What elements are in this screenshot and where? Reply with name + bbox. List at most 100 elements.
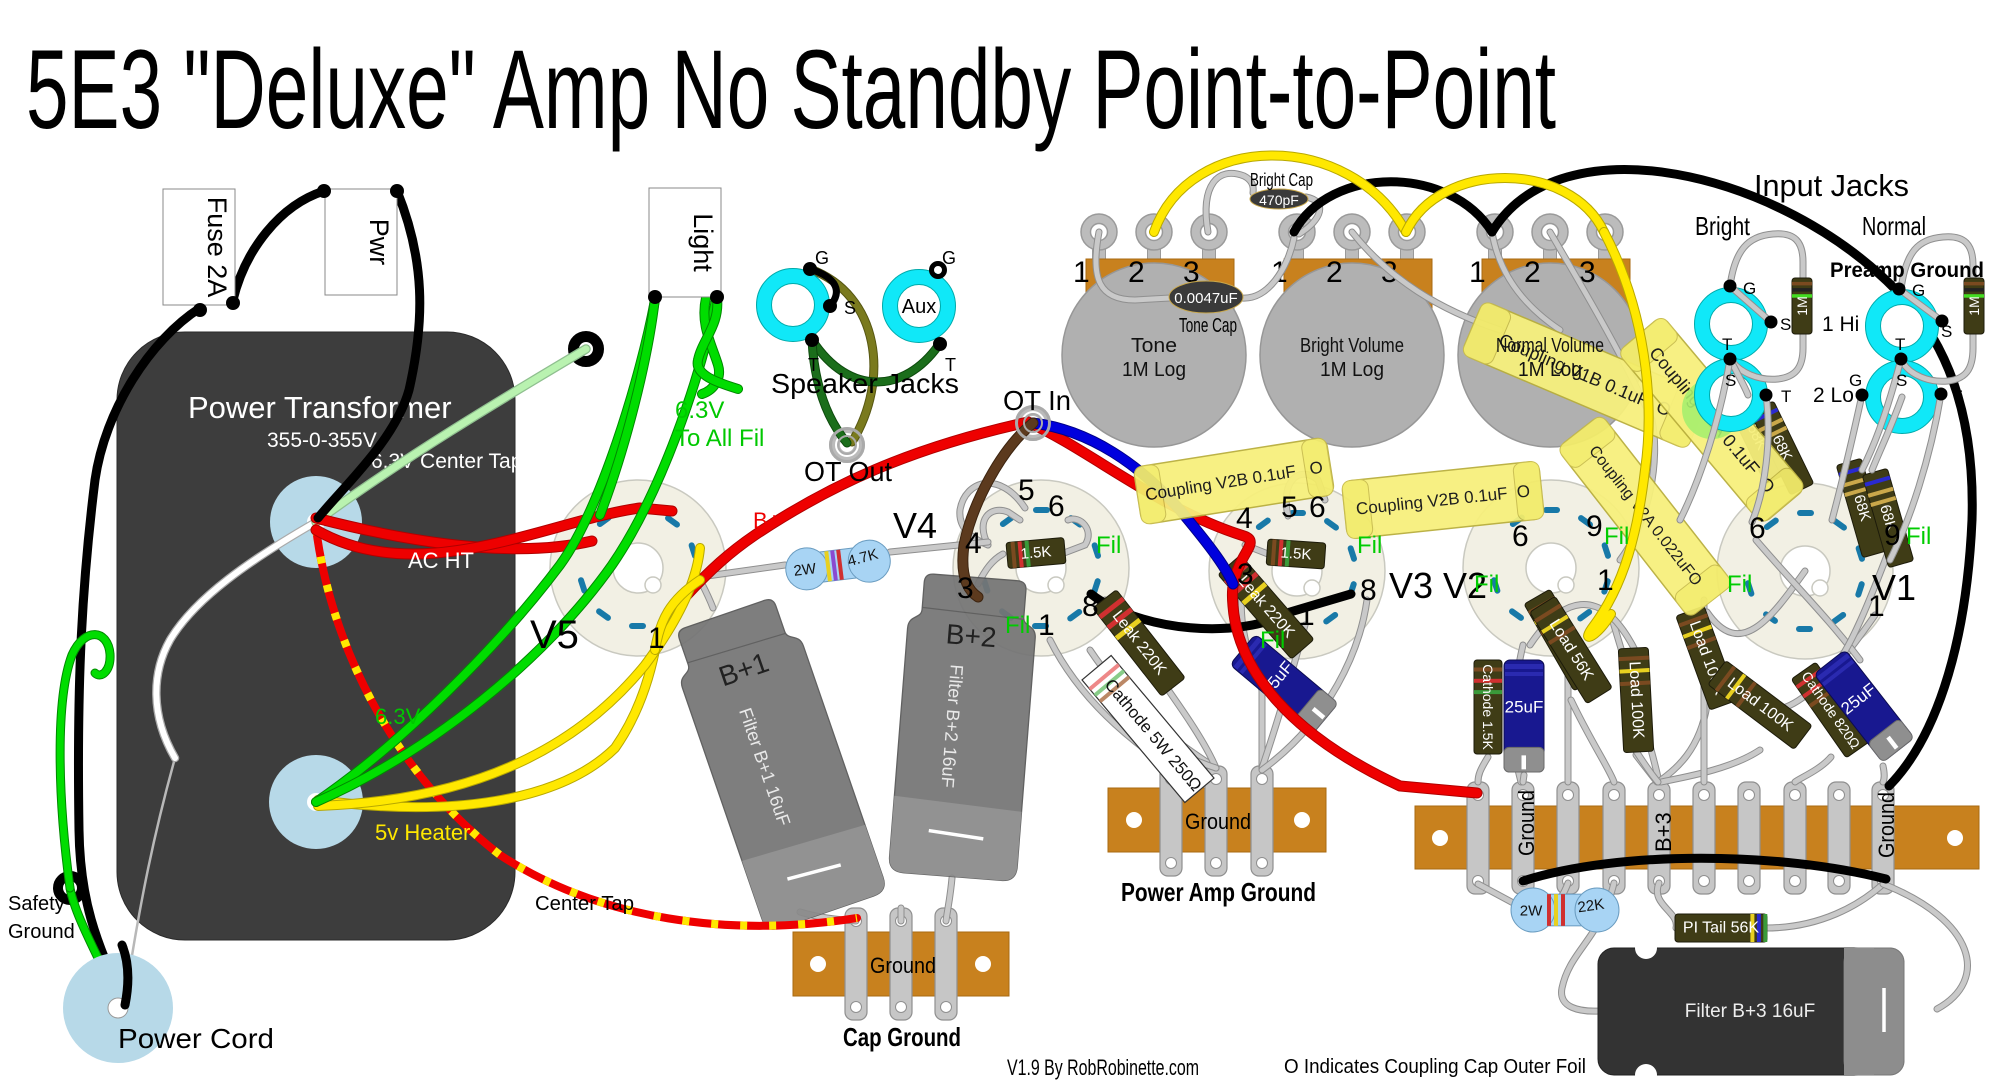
- svg-text:2: 2: [1326, 256, 1343, 289]
- svg-text:2W: 2W: [793, 560, 818, 580]
- svg-text:1 Hi: 1 Hi: [1822, 313, 1859, 336]
- svg-text:B+: B+: [753, 508, 781, 533]
- svg-text:2: 2: [1524, 256, 1541, 289]
- svg-text:1: 1: [1038, 609, 1055, 642]
- svg-text:T: T: [808, 355, 819, 375]
- svg-text:Fil: Fil: [1005, 612, 1030, 639]
- svg-text:Safety: Safety: [8, 893, 65, 915]
- svg-text:Aux: Aux: [902, 296, 936, 318]
- svg-text:G: G: [1912, 281, 1925, 300]
- svg-text:S: S: [1896, 371, 1907, 390]
- svg-text:T: T: [1895, 335, 1905, 354]
- svg-text:Ground: Ground: [1185, 809, 1251, 834]
- svg-text:5E3 "Deluxe" Amp No Standby Po: 5E3 "Deluxe" Amp No Standby Point-to-Poi…: [26, 27, 1556, 152]
- svg-text:Ground: Ground: [8, 921, 75, 943]
- svg-text:6.3V: 6.3V: [675, 397, 724, 424]
- svg-text:Bright Cap: Bright Cap: [1250, 170, 1313, 190]
- svg-text:V2: V2: [1443, 565, 1487, 606]
- svg-text:4: 4: [1236, 502, 1253, 535]
- svg-text:OT In: OT In: [1003, 385, 1071, 416]
- svg-text:2: 2: [1128, 256, 1145, 289]
- svg-text:T: T: [1781, 387, 1791, 406]
- svg-text:Pwr: Pwr: [364, 219, 394, 266]
- svg-text:V1: V1: [1872, 567, 1916, 608]
- svg-text:Power Cord: Power Cord: [118, 1023, 274, 1054]
- svg-text:S: S: [1725, 371, 1736, 390]
- svg-text:8: 8: [1360, 574, 1377, 607]
- svg-text:68K: 68K: [1876, 503, 1900, 533]
- svg-text:3: 3: [957, 572, 974, 605]
- svg-text:G: G: [815, 248, 829, 268]
- svg-text:To All Fil: To All Fil: [675, 425, 764, 452]
- svg-text:Fuse 2A: Fuse 2A: [202, 197, 232, 298]
- svg-text:Bright: Bright: [1695, 211, 1751, 241]
- svg-text:Fil: Fil: [1474, 571, 1499, 598]
- svg-text:Fil: Fil: [1604, 523, 1629, 550]
- svg-text:Preamp Ground: Preamp Ground: [1830, 259, 1984, 282]
- svg-text:1M Log: 1M Log: [1320, 359, 1384, 381]
- svg-text:1: 1: [648, 622, 665, 655]
- svg-text:AC HT: AC HT: [408, 548, 474, 573]
- svg-text:Normal Volume: Normal Volume: [1496, 335, 1604, 357]
- svg-text:Input Jacks: Input Jacks: [1754, 168, 1909, 203]
- svg-text:S: S: [844, 298, 856, 318]
- svg-text:Tone Cap: Tone Cap: [1179, 315, 1237, 337]
- svg-text:Filter B+3 16uF: Filter B+3 16uF: [1685, 1001, 1815, 1022]
- svg-text:68K: 68K: [1850, 493, 1874, 523]
- svg-text:470pF: 470pF: [1259, 192, 1299, 208]
- svg-text:6: 6: [1048, 490, 1065, 523]
- svg-text:Fil: Fil: [1096, 532, 1121, 559]
- svg-text:Normal: Normal: [1862, 211, 1926, 241]
- svg-text:1: 1: [1298, 599, 1315, 632]
- svg-text:2 Lo: 2 Lo: [1813, 384, 1854, 407]
- svg-text:B+2: B+2: [945, 618, 998, 653]
- svg-text:4: 4: [965, 527, 982, 560]
- svg-text:Ground: Ground: [1874, 792, 1899, 858]
- svg-text:G: G: [942, 248, 956, 268]
- svg-text:Ground: Ground: [870, 953, 936, 978]
- svg-text:V3: V3: [1389, 565, 1433, 606]
- svg-text:8: 8: [1082, 590, 1099, 623]
- svg-text:1: 1: [1597, 564, 1614, 597]
- svg-text:0.0047uF: 0.0047uF: [1174, 290, 1237, 307]
- svg-text:PI Tail 56K: PI Tail 56K: [1683, 920, 1760, 937]
- svg-text:9: 9: [1884, 519, 1901, 552]
- svg-text:O Indicates Coupling Cap Outer: O Indicates Coupling Cap Outer Foil: [1284, 1056, 1586, 1078]
- svg-text:V4: V4: [893, 505, 937, 546]
- svg-text:1.5K: 1.5K: [1280, 544, 1312, 563]
- svg-text:355-0-355V: 355-0-355V: [267, 429, 377, 452]
- svg-text:3: 3: [1579, 256, 1596, 289]
- svg-text:1M: 1M: [1794, 296, 1810, 315]
- svg-text:1M Log: 1M Log: [1518, 359, 1582, 381]
- svg-text:5: 5: [1018, 474, 1035, 507]
- svg-text:3: 3: [1183, 256, 1200, 289]
- svg-text:Bright Volume: Bright Volume: [1300, 335, 1404, 357]
- svg-text:3: 3: [1237, 558, 1254, 591]
- svg-text:T: T: [1952, 387, 1962, 406]
- svg-text:Fil: Fil: [1260, 627, 1285, 654]
- svg-text:1M Log: 1M Log: [1122, 359, 1186, 381]
- svg-text:6: 6: [1512, 520, 1529, 553]
- svg-text:1M: 1M: [1966, 296, 1982, 315]
- svg-text:Load 100K: Load 100K: [1625, 661, 1646, 740]
- svg-text:V1.9 By RobRobinette.com: V1.9 By RobRobinette.com: [1007, 1055, 1199, 1080]
- svg-text:1.5K: 1.5K: [1020, 543, 1052, 563]
- svg-text:T: T: [945, 355, 956, 375]
- svg-text:OT Out: OT Out: [804, 456, 892, 487]
- svg-text:G: G: [1743, 279, 1756, 298]
- svg-text:1: 1: [1868, 590, 1885, 623]
- svg-text:Cap Ground: Cap Ground: [843, 1022, 961, 1052]
- svg-text:5v Heater: 5v Heater: [375, 820, 470, 845]
- svg-text:2W: 2W: [1520, 903, 1543, 920]
- svg-text:6: 6: [1749, 512, 1766, 545]
- svg-text:Fil: Fil: [1906, 523, 1931, 550]
- svg-text:22K: 22K: [1577, 896, 1606, 917]
- svg-text:1: 1: [1469, 256, 1486, 289]
- svg-text:B+3: B+3: [1651, 812, 1676, 852]
- svg-text:Light: Light: [688, 213, 718, 272]
- svg-text:6: 6: [1309, 491, 1326, 524]
- svg-text:Cathode 1.5K: Cathode 1.5K: [1480, 664, 1496, 750]
- svg-text:Fil: Fil: [1727, 571, 1752, 598]
- svg-text:Center Tap: Center Tap: [535, 893, 634, 915]
- svg-text:Fil: Fil: [1357, 532, 1382, 559]
